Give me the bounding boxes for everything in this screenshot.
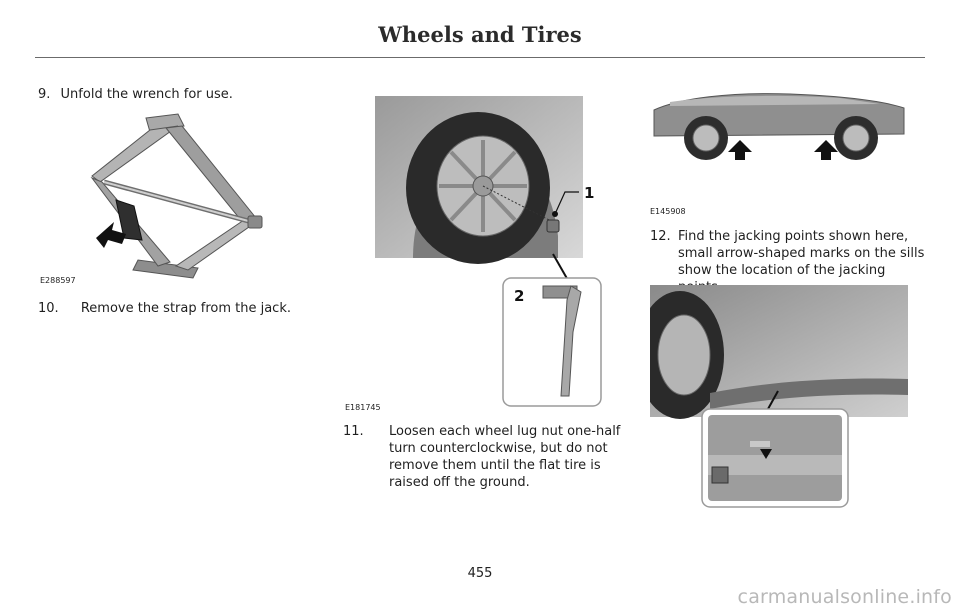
scissor-jack-illustration (90, 113, 263, 279)
page-title: Wheels and Tires (378, 22, 582, 47)
figure-code: E181745 (345, 403, 381, 412)
callout-1: 1 (584, 184, 595, 202)
vehicle-jacking-figure (650, 90, 908, 166)
step-text: Find the jacking points shown here, smal… (678, 229, 925, 295)
step-number: 12. (650, 229, 671, 244)
callout-2: 2 (514, 287, 525, 305)
figure-code: E288597 (40, 276, 76, 285)
step-text: Remove the strap from the jack. (80, 301, 291, 316)
vehicle-side-illustration (653, 93, 905, 160)
figure-code: E145908 (650, 207, 686, 216)
step-number: 11. (343, 424, 364, 439)
page-number: 455 (467, 566, 493, 581)
step-text: Loosen each wheel lug nut one-half turn … (389, 424, 621, 490)
step-12: 12. Find the jacking points shown here, … (650, 228, 928, 296)
scissor-jack-figure (38, 110, 310, 288)
step-number: 10. (38, 301, 59, 316)
step-9: 9. Unfold the wrench for use. (38, 86, 318, 103)
sill-mark-figure (650, 285, 908, 509)
wheel-wrench-figure (343, 96, 605, 408)
step-number: 9. (38, 87, 51, 102)
step-text: Unfold the wrench for use. (60, 87, 233, 102)
header-divider (35, 57, 925, 58)
sill-mark-illustration (650, 285, 908, 508)
wheel-wrench-illustration (375, 96, 602, 407)
step-10: 10. Remove the strap from the jack. (38, 300, 328, 317)
step-11: 11. Loosen each wheel lug nut one-half t… (343, 423, 633, 491)
watermark: carmanualsonline.info (737, 586, 952, 608)
